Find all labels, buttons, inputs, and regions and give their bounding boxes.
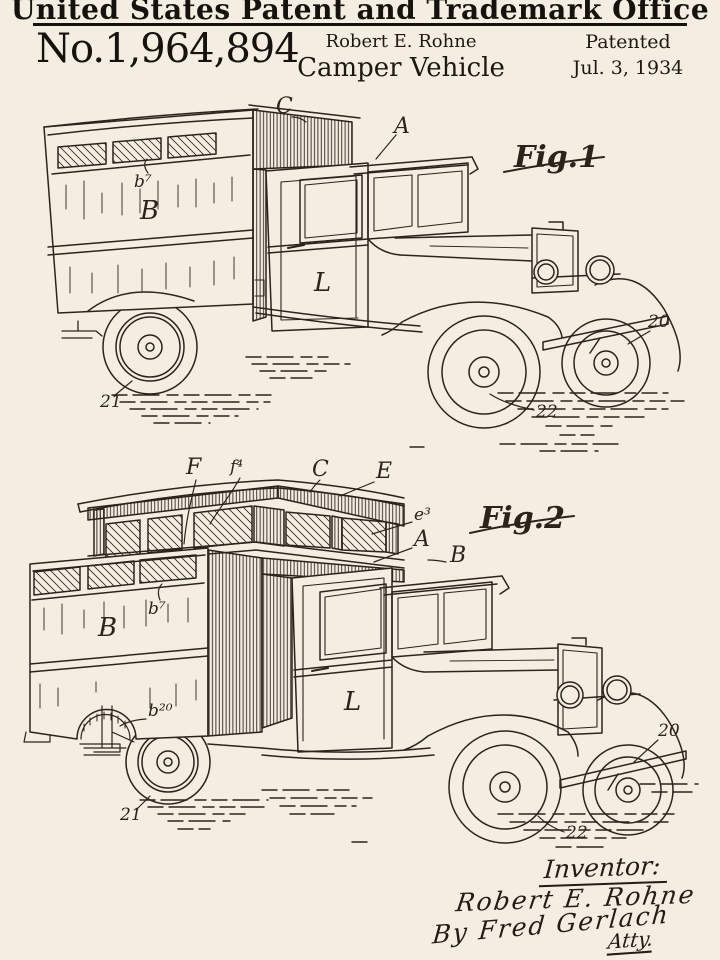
fig2-ground [139, 783, 699, 848]
attorney-title: Atty. [606, 926, 655, 956]
fig2-caption: Fig.2 [479, 501, 565, 536]
fig1-cab [254, 156, 479, 332]
patent-number: No.1,964,894 [36, 26, 300, 72]
patented-label: Patented [585, 31, 671, 53]
fig1-label-22: 22 [535, 402, 558, 422]
fig2-drawing: F f⁴ C E e³ A B b⁷ B b²⁰ L 20 21 22 Fig.… [23, 455, 699, 848]
office-title: United States Patent and Trademark Offic… [10, 0, 710, 26]
fig2-label-21: 21 [119, 805, 142, 825]
fig2-labels: F f⁴ C E e³ A B b⁷ B b²⁰ L 20 21 22 Fig.… [97, 455, 680, 843]
fig1-label-b: B [139, 196, 159, 226]
fig1-label-c: C [276, 95, 293, 119]
fig1-label-a: A [392, 114, 410, 139]
fig1-label-l: L [313, 268, 331, 298]
fig2-hood-front [207, 637, 687, 844]
fig1-hood-front [252, 221, 681, 429]
header-right: Patented Jul. 3, 1934 [558, 31, 698, 79]
fig2-label-22: 22 [565, 823, 588, 843]
invention-title: Camper Vehicle [297, 53, 505, 83]
fig1-label-21: 21 [99, 392, 122, 412]
fig2-label-b-body: B [97, 613, 117, 643]
fig1-camper-body [43, 104, 361, 339]
inventor-name: Robert E. Rohne [325, 31, 477, 52]
patented-date: Jul. 3, 1934 [572, 57, 684, 79]
fig2-label-b-upper: B [449, 543, 466, 568]
fig1-caption: Fig.1 [513, 140, 599, 175]
fig1-drawing: C A B b⁷ L 20 21 22 Fig.1 [43, 95, 685, 452]
fig2-label-l: L [343, 687, 361, 717]
fig2-label-a: A [412, 527, 430, 552]
fig1-ground [111, 356, 685, 452]
fig1-labels: C A B b⁷ L 20 21 22 Fig.1 [99, 95, 670, 422]
fig2-label-e: E [375, 459, 392, 484]
fig2-label-c: C [312, 457, 329, 482]
fig2-cab [291, 567, 510, 753]
fig2-raised-roof [77, 479, 405, 583]
fig2-camper-body [23, 547, 293, 756]
fig1-rear-wheel [102, 299, 198, 395]
fig1-label-b7: b⁷ [134, 172, 152, 192]
fig2-label-f: F [185, 455, 202, 480]
fig2-label-f4: f⁴ [228, 457, 243, 477]
header-center: Robert E. Rohne Camper Vehicle [280, 31, 522, 83]
fig2-label-20: 20 [657, 721, 680, 741]
fig1-leader-lines [113, 116, 651, 411]
fig1-label-20: 20 [647, 312, 670, 332]
fig2-label-b20: b²⁰ [148, 701, 173, 721]
fig2-label-e3: e³ [414, 505, 431, 525]
fig2-rear-wheel [125, 719, 211, 805]
header-rule [33, 23, 687, 26]
fig2-label-b7: b⁷ [148, 599, 166, 619]
fig2-leader-lines [119, 477, 659, 833]
